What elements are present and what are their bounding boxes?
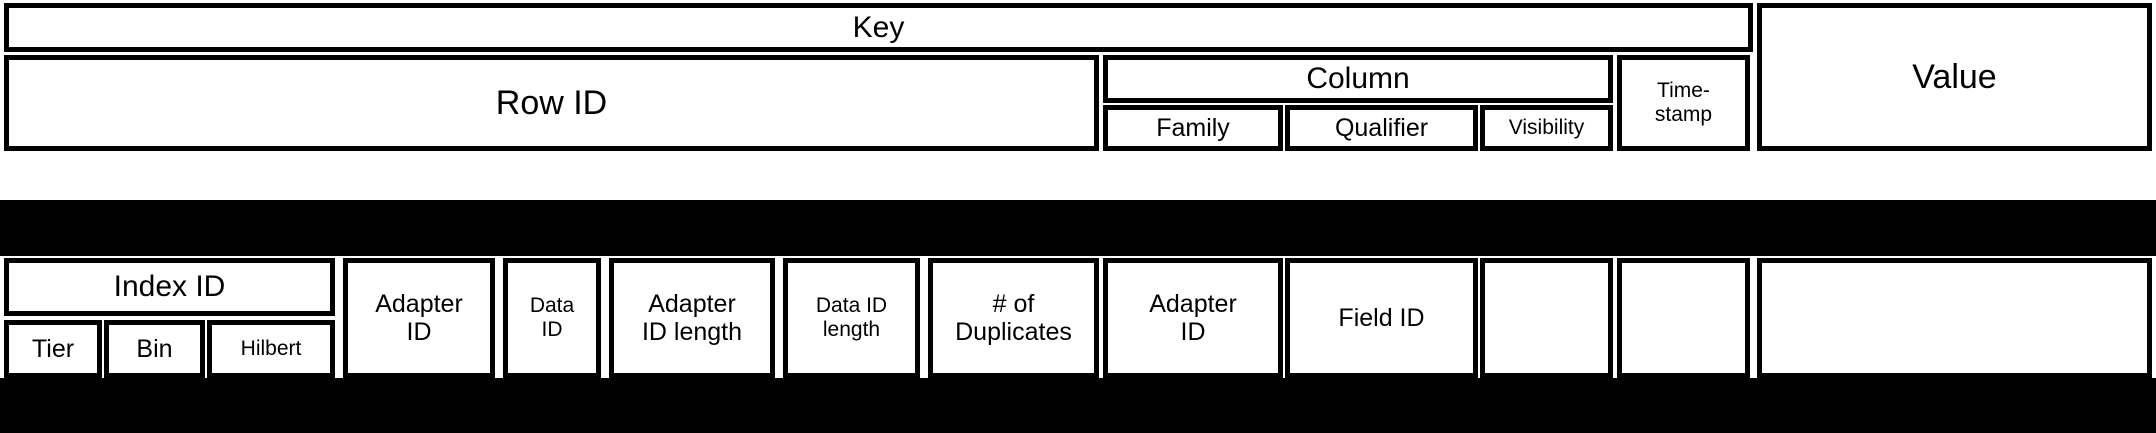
bottom-field-num-duplicates: # of Duplicates xyxy=(928,258,1099,378)
index-tier-cell: Tier xyxy=(4,320,102,378)
column-group-label: Column xyxy=(1306,62,1410,96)
bottom-field-field-id: Field ID xyxy=(1285,258,1478,378)
bottom-field-num-duplicates-label: # of Duplicates xyxy=(955,290,1072,346)
separator-band-middle xyxy=(0,200,2156,256)
bottom-field-empty-3 xyxy=(1757,258,2152,378)
index-id-label: Index ID xyxy=(113,270,226,304)
bottom-field-adapter-id-2-label: Adapter ID xyxy=(1149,290,1237,346)
column-group-cell: Column xyxy=(1103,55,1613,103)
bottom-field-field-id-label: Field ID xyxy=(1338,304,1425,332)
index-tier-label: Tier xyxy=(31,335,75,363)
bottom-field-adapter-id-length: Adapter ID length xyxy=(609,258,775,378)
bottom-field-data-id: Data ID xyxy=(503,258,601,378)
bottom-field-empty-1 xyxy=(1480,258,1613,378)
column-visibility-cell: Visibility xyxy=(1480,105,1613,151)
index-hilbert-cell: Hilbert xyxy=(207,320,335,378)
index-hilbert-label: Hilbert xyxy=(240,337,302,361)
row-id-label: Row ID xyxy=(495,83,608,122)
bottom-field-adapter-id-length-label: Adapter ID length xyxy=(641,290,743,346)
bottom-field-adapter-id: Adapter ID xyxy=(343,258,495,378)
bottom-field-data-id-length: Data ID length xyxy=(783,258,920,378)
value-cell: Value xyxy=(1757,3,2152,151)
index-bin-label: Bin xyxy=(136,335,173,363)
timestamp-cell: Time- stamp xyxy=(1617,55,1750,151)
value-label: Value xyxy=(1912,57,1997,96)
index-bin-cell: Bin xyxy=(104,320,205,378)
column-visibility-label: Visibility xyxy=(1508,116,1585,140)
bottom-field-empty-2 xyxy=(1617,258,1750,378)
column-qualifier-label: Qualifier xyxy=(1334,114,1429,142)
bottom-field-adapter-id-2: Adapter ID xyxy=(1103,258,1283,378)
bottom-field-data-id-label: Data ID xyxy=(529,294,575,341)
column-family-cell: Family xyxy=(1103,105,1283,151)
index-id-cell: Index ID xyxy=(4,258,335,316)
timestamp-label: Time- stamp xyxy=(1654,79,1713,126)
separator-band-left-bottom xyxy=(0,378,2156,433)
bottom-field-data-id-length-label: Data ID length xyxy=(815,294,888,341)
row-id-cell: Row ID xyxy=(4,55,1099,151)
bottom-field-adapter-id-label: Adapter ID xyxy=(375,290,463,346)
key-header-cell: Key xyxy=(4,3,1753,52)
key-header-label: Key xyxy=(852,10,905,44)
column-family-label: Family xyxy=(1156,114,1230,142)
column-qualifier-cell: Qualifier xyxy=(1285,105,1478,151)
